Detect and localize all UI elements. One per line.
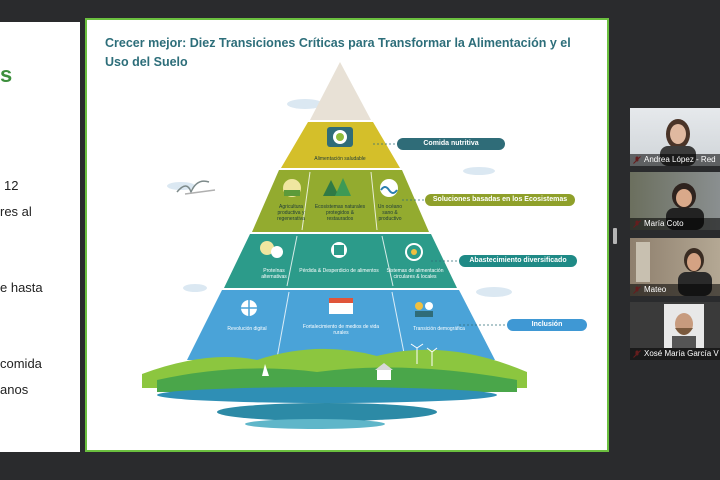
slide-fragment-text: 12	[4, 178, 19, 193]
previous-slide-fragment: s 12 res al e hasta comida anos	[0, 22, 80, 452]
pyramid-item-text: Pérdida & Desperdicio de alimentos	[299, 268, 379, 274]
slide-fragment-text: comida	[0, 356, 42, 371]
globe-icon	[241, 300, 257, 316]
tier-label-abastecimiento: Abastecimiento diversificado	[459, 255, 577, 267]
pyramid-peak	[310, 62, 371, 120]
wind-turbine-icon	[410, 343, 438, 366]
avatar	[664, 304, 704, 348]
slide-fragment-text: e hasta	[0, 280, 43, 295]
participant-tile[interactable]: Xosé María García V	[630, 302, 720, 360]
pyramid-item-text: Proteínas alternativas	[261, 268, 287, 280]
participant-tile[interactable]: Andrea López - Red	[630, 108, 720, 166]
waste-icon	[331, 242, 347, 258]
slide-title: Crecer mejor: Diez Transiciones Críticas…	[105, 36, 571, 69]
market-icon	[329, 298, 353, 314]
pyramid-item-text: Revolución digital	[227, 326, 267, 332]
wave-icon	[380, 179, 398, 197]
cloud-icon	[167, 99, 512, 297]
slide-fragment-text: res al	[0, 204, 32, 219]
pyramid-item-text: Ecosistemas naturales protegidos & resta…	[314, 204, 366, 222]
pyramid-item-text: Fortalecimiento de medios de vida rurale…	[302, 324, 380, 336]
farm-icon	[283, 179, 301, 197]
forest-icon	[323, 178, 351, 196]
panel-splitter[interactable]	[613, 228, 617, 244]
pyramid-tier-teal	[224, 234, 457, 288]
protein-icon	[260, 241, 283, 258]
landscape-illustration	[142, 343, 527, 429]
pyramid-tier-green	[252, 170, 429, 232]
house-icon	[377, 370, 391, 380]
pyramid-item-text: Sistemas de alimentación circulares & lo…	[386, 268, 444, 280]
circular-icon	[405, 243, 423, 261]
pyramid-item-text: Agricultura productiva y regenerativa	[277, 204, 305, 222]
participant-name: Xosé María García V	[630, 348, 720, 360]
participant-name: María Coto	[630, 218, 720, 230]
participant-name: Andrea López - Red	[630, 154, 720, 166]
slide-fragment-heading: s	[0, 62, 13, 87]
tier-label-soluciones-ecosistemas: Soluciones basadas en los Ecosistemas	[425, 194, 575, 206]
participant-tile[interactable]: Mateo	[630, 238, 720, 296]
plate-icon	[327, 127, 353, 147]
shared-slide: Crecer mejor: Diez Transiciones Críticas…	[85, 18, 609, 452]
people-icon	[415, 302, 433, 317]
pyramid-item-text: Alimentación saludable	[314, 156, 366, 162]
participant-tile[interactable]: María Coto	[630, 172, 720, 230]
bird-icon	[176, 180, 216, 195]
sailboat-icon	[262, 364, 269, 376]
pyramid-item-text: Transición demográfica	[413, 326, 465, 332]
slide-fragment-text: anos	[0, 382, 29, 397]
tier-label-inclusion: Inclusión	[507, 319, 587, 331]
pyramid-diagram	[142, 62, 527, 429]
participant-name: Mateo	[630, 284, 720, 296]
tier-label-comida-nutritiva: Comida nutritiva	[397, 138, 505, 150]
pyramid-item-text: Un océano sano & productivo	[377, 204, 403, 222]
